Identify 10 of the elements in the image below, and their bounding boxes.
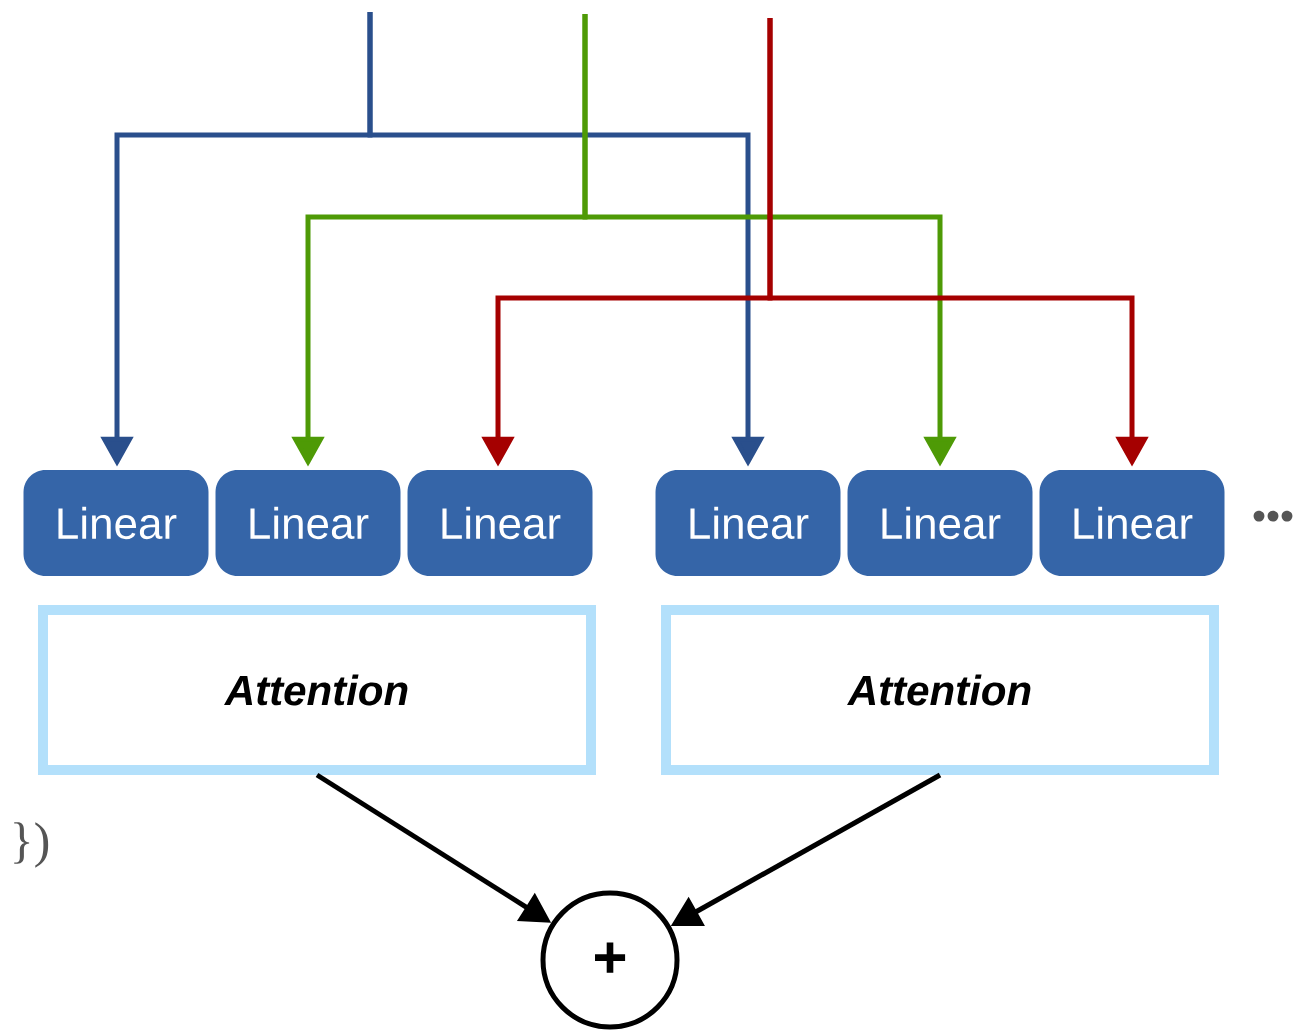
linear-box: Linear bbox=[215, 470, 401, 576]
linear-box: Linear bbox=[655, 470, 841, 576]
linear-box: Linear bbox=[407, 470, 593, 576]
linear-box: Linear bbox=[847, 470, 1033, 576]
bracket-text: }) bbox=[14, 822, 49, 868]
linear-box: Linear bbox=[1039, 470, 1225, 576]
ellipsis-dots: ••• bbox=[1253, 510, 1293, 522]
attention-box: Attention bbox=[661, 605, 1219, 775]
linear-box: Linear bbox=[23, 470, 209, 576]
attention-box: Attention bbox=[38, 605, 596, 775]
